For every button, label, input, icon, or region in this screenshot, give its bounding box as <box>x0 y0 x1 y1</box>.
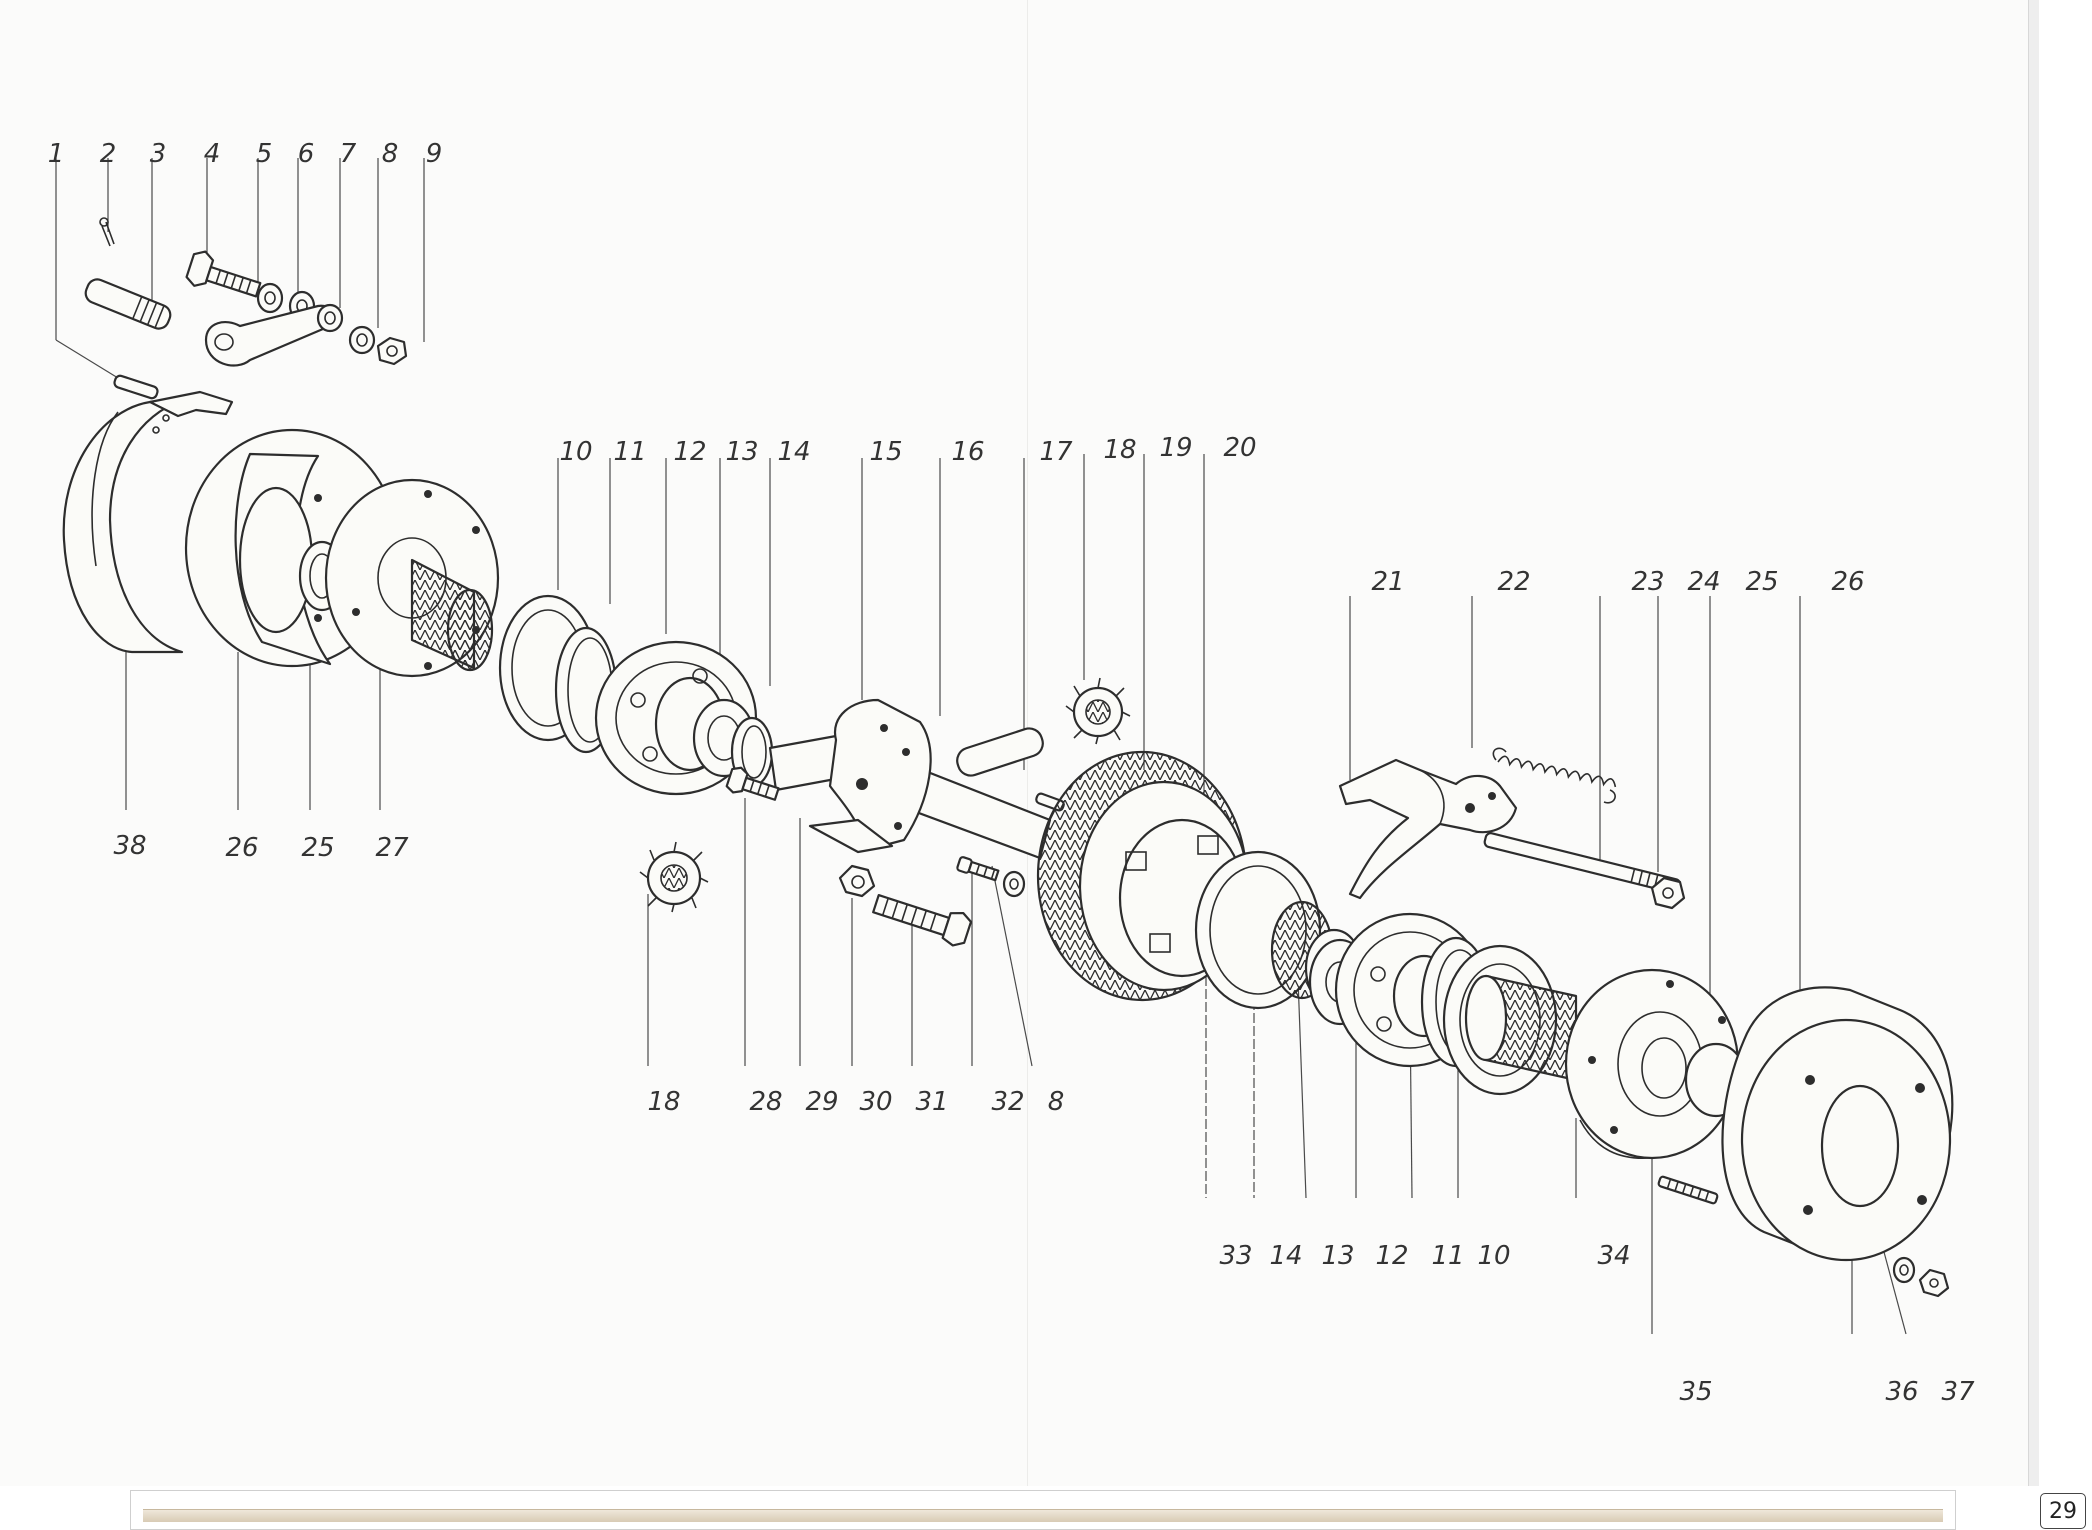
callout-8: 8 <box>382 139 399 169</box>
callout-14-lower: 14 <box>1269 1241 1302 1271</box>
callout-28: 28 <box>749 1087 782 1117</box>
callout-19: 19 <box>1159 433 1192 463</box>
callout-12: 12 <box>673 437 706 467</box>
shift-fork-assembly <box>1338 747 1686 910</box>
callout-22: 22 <box>1497 567 1530 597</box>
page-number-badge: 29 <box>2040 1493 2086 1529</box>
callout-16: 16 <box>951 437 984 467</box>
callout-37: 37 <box>1941 1377 1975 1407</box>
callout-15: 15 <box>869 437 902 467</box>
vertical-scrollbar[interactable] <box>2028 0 2039 1486</box>
crown-wheel <box>1036 750 1364 1010</box>
callout-25-left: 25 <box>301 833 334 863</box>
callout-5: 5 <box>256 139 273 169</box>
next-page-preview[interactable] <box>130 1490 1956 1530</box>
callout-6: 6 <box>298 139 315 169</box>
callout-9: 9 <box>426 139 443 169</box>
callout-20: 20 <box>1223 433 1256 463</box>
callout-26: 26 <box>1831 567 1864 597</box>
callout-labels: 1 2 3 4 5 6 7 8 9 10 11 12 13 14 15 16 1… <box>48 139 1975 1407</box>
callout-13: 13 <box>725 437 758 467</box>
callout-21: 21 <box>1371 567 1404 597</box>
callout-14: 14 <box>777 437 810 467</box>
callout-31: 31 <box>915 1087 948 1117</box>
callout-25: 25 <box>1745 567 1778 597</box>
brake-drum-assembly-left <box>62 390 500 678</box>
callout-1: 1 <box>48 139 65 169</box>
next-page-image-edge <box>143 1509 1943 1522</box>
callout-23: 23 <box>1631 567 1664 597</box>
diagram-page: 1 2 3 4 5 6 7 8 9 10 11 12 13 14 15 16 1… <box>47 0 1975 1486</box>
callout-38: 38 <box>113 831 146 861</box>
fasteners-center <box>725 766 1026 947</box>
callout-13-lower: 13 <box>1321 1241 1354 1271</box>
callout-24: 24 <box>1687 567 1720 597</box>
callout-35: 35 <box>1679 1377 1712 1407</box>
leader-lines <box>55 158 1907 1335</box>
callout-10: 10 <box>559 437 592 467</box>
callout-3: 3 <box>150 139 167 169</box>
callout-11-lower: 11 <box>1431 1241 1464 1271</box>
callout-26-left: 26 <box>225 833 258 863</box>
exploded-parts-diagram: 1 2 3 4 5 6 7 8 9 10 11 12 13 14 15 16 1… <box>48 139 1975 1407</box>
callout-18-lower: 18 <box>647 1087 680 1117</box>
callout-30: 30 <box>859 1087 892 1117</box>
callout-17: 17 <box>1039 437 1073 467</box>
callout-11: 11 <box>613 437 646 467</box>
callout-12-lower: 12 <box>1375 1241 1408 1271</box>
callout-36: 36 <box>1885 1377 1918 1407</box>
callout-8-lower: 8 <box>1048 1087 1065 1117</box>
linkage-parts <box>84 217 408 400</box>
callout-2: 2 <box>100 139 117 169</box>
callout-29: 29 <box>805 1087 838 1117</box>
differential-cross <box>639 677 1131 913</box>
callout-34: 34 <box>1597 1241 1630 1271</box>
callout-7: 7 <box>340 139 357 169</box>
callout-33: 33 <box>1219 1241 1252 1271</box>
callout-27: 27 <box>375 833 409 863</box>
callout-18: 18 <box>1103 435 1136 465</box>
callout-32: 32 <box>991 1087 1024 1117</box>
brake-drum-assembly-right <box>1464 968 1954 1298</box>
bearing-stack-left <box>498 594 774 796</box>
callout-4: 4 <box>204 139 221 169</box>
callout-10-lower: 10 <box>1477 1241 1510 1271</box>
